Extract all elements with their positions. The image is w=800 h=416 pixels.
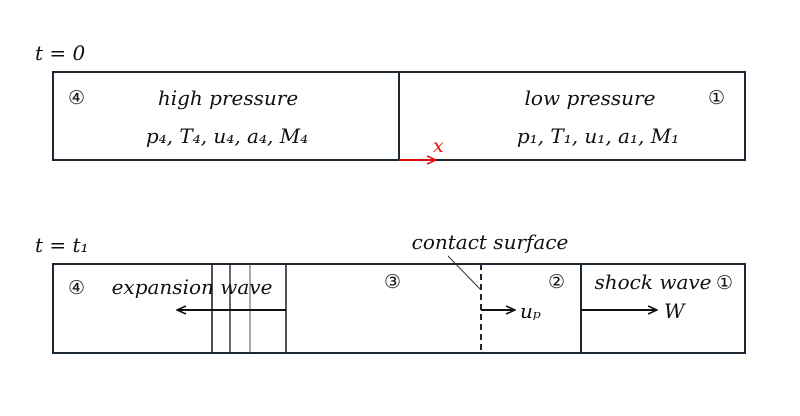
contact-velocity-label: uₚ xyxy=(520,299,541,323)
bottom-region4-number: ④ xyxy=(68,277,85,299)
bottom-region2-number: ② xyxy=(548,271,565,293)
contact-surface-leader xyxy=(447,255,482,291)
bottom-region1-number: ① xyxy=(716,272,733,294)
top-region1-number: ① xyxy=(708,87,725,109)
contact-surface-label: contact surface xyxy=(412,230,569,254)
top-high-pressure-vars: p₄, T₄, u₄, a₄, M₄ xyxy=(146,124,308,148)
top-high-pressure-label: high pressure xyxy=(158,86,298,110)
expansion-wave-label: expansion wave xyxy=(112,275,273,299)
x-axis-label: x xyxy=(433,135,444,157)
shock-wave-label: shock wave xyxy=(594,270,711,294)
bottom-time-label: t = t₁ xyxy=(35,233,89,257)
top-region4-number: ④ xyxy=(68,87,85,109)
top-time-label: t = 0 xyxy=(35,41,86,65)
top-low-pressure-vars: p₁, T₁, u₁, a₁, M₁ xyxy=(517,124,679,148)
shock-velocity-label: W xyxy=(664,299,686,323)
bottom-tube xyxy=(52,263,746,354)
bottom-region3-number: ③ xyxy=(384,271,401,293)
top-low-pressure-label: low pressure xyxy=(525,86,656,110)
